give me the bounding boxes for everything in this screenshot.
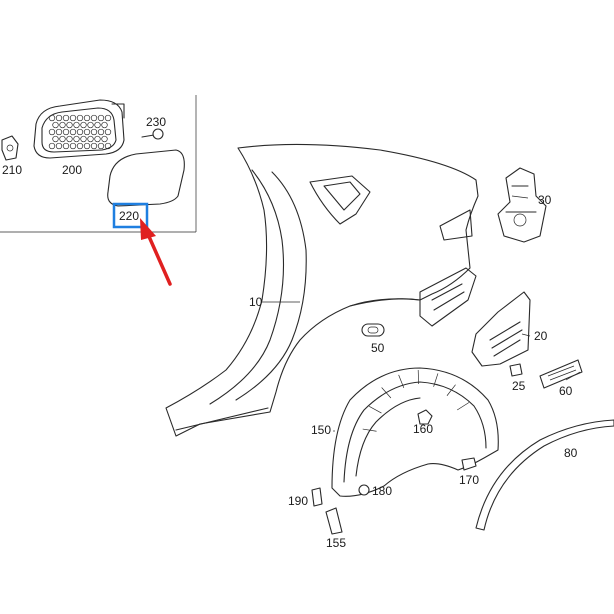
part-25-clip <box>509 363 523 377</box>
liner-rib <box>456 402 470 411</box>
honeycomb-cell <box>52 135 59 143</box>
honeycomb-cell <box>62 142 70 150</box>
part-170-screw <box>461 457 477 471</box>
part-labels: 210 200 230 220 30 10 20 50 25 60 150 16… <box>2 115 578 550</box>
honeycomb-cell <box>101 121 108 129</box>
highlight-box <box>112 202 149 229</box>
leader-lines <box>262 195 581 432</box>
honeycomb-cell <box>69 128 77 136</box>
honeycomb-cell <box>59 121 66 129</box>
part-50-grommet <box>361 323 385 337</box>
label-230: 230 <box>146 115 166 129</box>
liner-rib <box>369 405 382 414</box>
honeycomb-cell <box>87 135 94 143</box>
label-150: 150 <box>311 423 331 437</box>
honeycomb-cell <box>97 142 105 150</box>
honeycomb-cell <box>66 121 73 129</box>
part-60-vent-grille <box>539 359 583 389</box>
red-arrow <box>140 218 172 286</box>
part-30-bracket <box>497 167 547 243</box>
part-200-fuel-filler-housing <box>33 99 125 159</box>
label-220: 220 <box>119 209 139 223</box>
part-80-trim-strip <box>475 419 614 531</box>
honeycomb-cell <box>73 135 80 143</box>
honeycomb-cell <box>69 114 77 122</box>
honeycomb-cell <box>73 121 80 129</box>
honeycomb-cell <box>94 121 101 129</box>
label-155: 155 <box>326 536 346 550</box>
honeycomb-cell <box>83 114 91 122</box>
honeycomb-cell <box>52 121 59 129</box>
label-50: 50 <box>371 341 385 355</box>
part-220-fuel-flap <box>107 149 185 207</box>
honeycomb-cell <box>76 128 84 136</box>
honeycomb-cell <box>48 128 56 136</box>
part-20-inner-bracket <box>471 291 531 367</box>
part-180-clip <box>358 484 370 496</box>
part-10-side-panel <box>165 143 479 437</box>
honeycomb-grille <box>48 114 112 150</box>
honeycomb-cell <box>104 128 112 136</box>
label-210: 210 <box>2 163 22 177</box>
honeycomb-cell <box>66 135 73 143</box>
honeycomb-cell <box>87 121 94 129</box>
label-170: 170 <box>459 473 479 487</box>
liner-rib <box>433 373 439 387</box>
honeycomb-cell <box>48 142 56 150</box>
liner-rib <box>381 387 392 399</box>
label-20: 20 <box>534 329 548 343</box>
honeycomb-cell <box>48 114 56 122</box>
honeycomb-cell <box>55 142 63 150</box>
liner-ribs <box>362 370 470 432</box>
honeycomb-cell <box>62 114 70 122</box>
honeycomb-cell <box>101 135 108 143</box>
honeycomb-cell <box>80 121 87 129</box>
honeycomb-cell <box>69 142 77 150</box>
inset-frame <box>0 95 197 233</box>
honeycomb-cell <box>104 142 112 150</box>
honeycomb-cell <box>94 135 101 143</box>
part-150-wheel-arch-liner <box>331 367 499 497</box>
honeycomb-cell <box>76 114 84 122</box>
part-160-nut <box>417 409 433 425</box>
label-200: 200 <box>62 163 82 177</box>
label-60: 60 <box>559 384 573 398</box>
honeycomb-cell <box>83 128 91 136</box>
honeycomb-cell <box>90 114 98 122</box>
part-155-bracket <box>325 507 343 535</box>
label-180: 180 <box>372 484 392 498</box>
honeycomb-cell <box>104 114 112 122</box>
label-160: 160 <box>413 422 433 436</box>
label-25: 25 <box>512 379 526 393</box>
honeycomb-cell <box>55 128 63 136</box>
honeycomb-cell <box>80 135 87 143</box>
liner-rib <box>362 428 377 432</box>
honeycomb-cell <box>62 128 70 136</box>
part-210-bracket <box>1 135 19 161</box>
honeycomb-cell <box>97 128 105 136</box>
label-10: 10 <box>249 295 263 309</box>
honeycomb-cell <box>59 135 66 143</box>
honeycomb-cell <box>83 142 91 150</box>
honeycomb-cell <box>76 142 84 150</box>
honeycomb-cell <box>97 114 105 122</box>
label-30: 30 <box>538 193 552 207</box>
part-190-clip <box>311 487 323 507</box>
label-80: 80 <box>564 446 578 460</box>
liner-rib <box>398 374 405 389</box>
honeycomb-cell <box>90 142 98 150</box>
honeycomb-cell <box>90 128 98 136</box>
liner-rib <box>446 384 456 396</box>
part-230-screw <box>141 128 164 140</box>
honeycomb-cell <box>55 114 63 122</box>
label-190: 190 <box>288 494 308 508</box>
